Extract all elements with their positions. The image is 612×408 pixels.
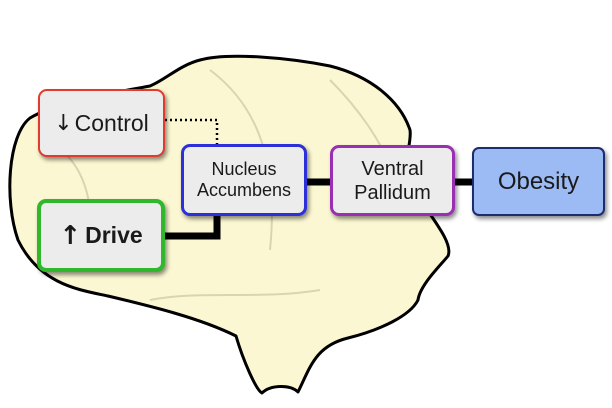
nucleus-accumbens-node: Nucleus Accumbens [181, 144, 307, 216]
control-label: Control [74, 109, 149, 136]
obesity-node: Obesity [472, 147, 605, 216]
ventral-pallidum-label-line1: Ventral [361, 157, 424, 180]
sulcus-line [149, 289, 321, 301]
nucleus-accumbens-label-line1: Nucleus [211, 159, 277, 179]
edge-drive-to-nucleus [165, 214, 221, 240]
ventral-pallidum-node: Ventral Pallidum [330, 145, 455, 216]
ventral-pallidum-label-line2: Pallidum [354, 181, 431, 204]
nucleus-accumbens-label-line2: Accumbens [196, 180, 292, 200]
obesity-label: Obesity [497, 167, 580, 195]
down-arrow-icon: ↓ [54, 110, 73, 136]
up-arrow-icon: ↑ [59, 220, 82, 251]
drive-label: Drive [85, 222, 143, 248]
drive-node: ↑Drive [37, 199, 165, 272]
control-node: ↓Control [38, 89, 165, 157]
edge-control-to-nucleus [165, 118, 219, 146]
